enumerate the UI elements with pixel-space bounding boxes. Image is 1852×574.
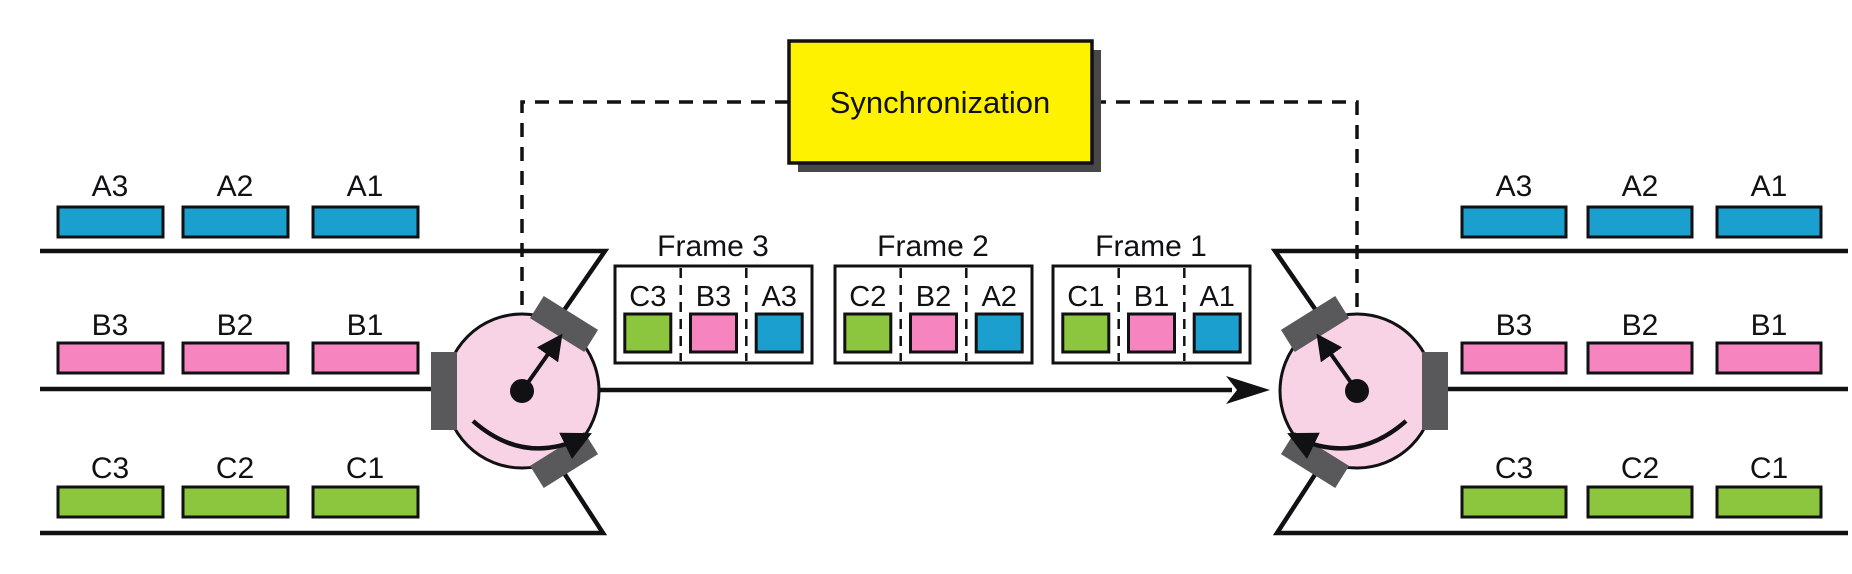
left-input-channels: A3 A2 A1 B3 B2 B1 C3 C2 C1 <box>56 170 420 519</box>
packet-label: B3 <box>92 309 129 342</box>
packet-label: A2 <box>1622 170 1659 203</box>
packet-label: A1 <box>1751 170 1788 203</box>
right-channel-b-row: B3 B2 B1 <box>1460 309 1823 375</box>
packet <box>1460 485 1568 519</box>
left-line-top <box>40 248 610 334</box>
frame-1: Frame 1 C1 B1 A1 <box>1051 230 1252 365</box>
packet <box>1715 485 1823 519</box>
frame-title: Frame 1 <box>1095 230 1207 263</box>
slot-label: B1 <box>1134 281 1169 313</box>
slot-label: B3 <box>696 281 731 313</box>
slot-label: C3 <box>629 281 666 313</box>
packet-label: B3 <box>1496 309 1533 342</box>
slot-label: C2 <box>849 281 886 313</box>
right-line-top <box>1270 248 1848 334</box>
packet-label: B1 <box>1751 309 1788 342</box>
contact-pad-left <box>431 352 457 430</box>
slot-packet <box>689 312 738 354</box>
sync-box-label: Synchronization <box>830 85 1051 120</box>
frames-on-link: Frame 3 C3 B3 A3 Frame 2 C2 B2 A2 Fram <box>613 230 1252 365</box>
packet-label: B2 <box>217 309 254 342</box>
shared-link <box>600 376 1270 404</box>
right-demux-switch <box>1278 296 1448 488</box>
slot-label: A3 <box>761 281 796 313</box>
right-funnel-lines <box>1270 248 1848 536</box>
packet-label: C1 <box>346 452 384 485</box>
packet <box>1460 205 1568 239</box>
packet <box>56 485 165 519</box>
slot-packet <box>754 312 804 354</box>
packet <box>56 341 165 375</box>
slot-packet <box>909 312 958 354</box>
rotor-pivot-dot <box>510 379 534 403</box>
rotation-direction-arrow-icon <box>1287 419 1408 460</box>
packet <box>1586 485 1694 519</box>
contact-pad-top-left <box>1280 296 1350 352</box>
packet <box>56 205 165 239</box>
left-channel-c-row: C3 C2 C1 <box>56 452 420 519</box>
left-channel-a-row: A3 A2 A1 <box>56 170 420 239</box>
packet-label: A1 <box>347 170 384 203</box>
left-channel-b-row: B3 B2 B1 <box>56 309 420 375</box>
packet <box>181 341 290 375</box>
packet-label: C1 <box>1750 452 1788 485</box>
packet-label: A3 <box>1496 170 1533 203</box>
rotation-direction-arrow-icon <box>471 419 592 460</box>
sync-dashed-right <box>1092 100 1359 391</box>
rotor-pivot-dot <box>1345 379 1369 403</box>
sync-box: Synchronization <box>787 39 1101 172</box>
packet-label: C2 <box>1621 452 1659 485</box>
slot-label: C1 <box>1067 281 1104 313</box>
packet-label: C3 <box>91 452 129 485</box>
slot-packet <box>1127 312 1176 354</box>
frame-2: Frame 2 C2 B2 A2 <box>833 230 1034 365</box>
sync-box-body <box>787 39 1094 165</box>
slot-packet <box>623 312 673 354</box>
frame-title: Frame 2 <box>877 230 989 263</box>
link-arrowhead-icon <box>1226 376 1270 404</box>
packet <box>1586 341 1694 375</box>
packet <box>181 485 290 519</box>
slot-label: A2 <box>981 281 1016 313</box>
left-funnel-lines <box>40 248 610 536</box>
packet <box>1715 205 1823 239</box>
packet-label: A2 <box>217 170 254 203</box>
slot-packet <box>1192 312 1242 354</box>
slot-label: B2 <box>916 281 951 313</box>
sync-dashed-left <box>520 100 789 391</box>
slot-packet <box>843 312 893 354</box>
right-output-channels: A3 A2 A1 B3 B2 B1 C3 C2 C1 <box>1460 170 1823 519</box>
slot-packet <box>1061 312 1111 354</box>
left-mux-switch <box>431 296 601 488</box>
packet <box>181 205 290 239</box>
packet-label: B2 <box>1622 309 1659 342</box>
slot-packet <box>974 312 1024 354</box>
right-channel-c-row: C3 C2 C1 <box>1460 452 1823 519</box>
right-channel-a-row: A3 A2 A1 <box>1460 170 1823 239</box>
slot-label: A1 <box>1199 281 1234 313</box>
frame-3: Frame 3 C3 B3 A3 <box>613 230 814 365</box>
packet <box>311 205 420 239</box>
packet <box>311 485 420 519</box>
sync-control-lines <box>520 100 1359 391</box>
packet <box>1460 341 1568 375</box>
right-line-bottom <box>1272 448 1848 536</box>
left-line-bottom <box>40 448 608 536</box>
frame-title: Frame 3 <box>657 230 769 263</box>
packet <box>1586 205 1694 239</box>
contact-pad-top-right <box>529 296 599 352</box>
packet <box>1715 341 1823 375</box>
packet <box>311 341 420 375</box>
packet-label: B1 <box>347 309 384 342</box>
packet-label: C3 <box>1495 452 1533 485</box>
packet-label: A3 <box>92 170 129 203</box>
packet-label: C2 <box>216 452 254 485</box>
contact-pad-right <box>1422 352 1448 430</box>
